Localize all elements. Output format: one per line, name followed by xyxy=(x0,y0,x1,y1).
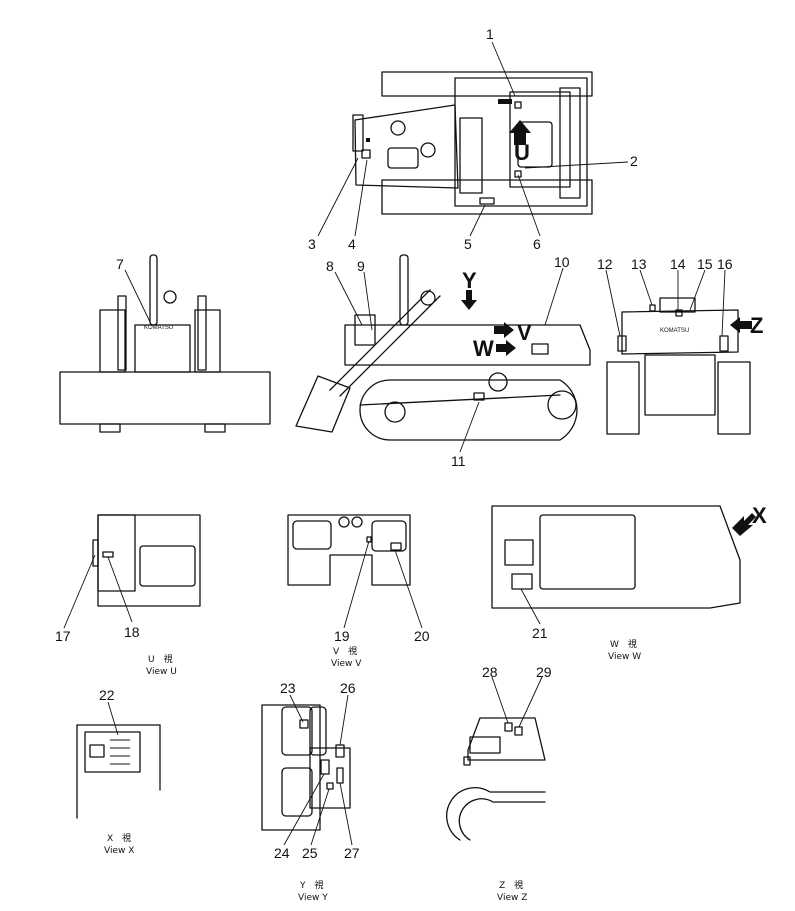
view-x-drawing xyxy=(76,724,161,819)
callout-6: 6 xyxy=(533,236,541,252)
caption-u-jp: U 視 xyxy=(148,653,173,665)
callout-17: 17 xyxy=(55,628,71,644)
callout-12: 12 xyxy=(597,256,613,272)
caption-y-en: View Y xyxy=(298,893,328,903)
caption-v-jp: V 視 xyxy=(333,645,357,657)
callout-18: 18 xyxy=(124,624,140,640)
view-arrow-v-label: V xyxy=(517,320,532,345)
callout-21: 21 xyxy=(532,625,548,641)
callout-13: 13 xyxy=(631,256,647,272)
caption-z-en: View Z xyxy=(497,893,527,903)
rear-view-drawing: KOMATSU Z xyxy=(606,297,763,435)
caption-y-jp: Y 視 xyxy=(299,879,324,891)
callout-24: 24 xyxy=(274,845,290,861)
view-arrow-z-label: Z xyxy=(750,313,763,338)
callout-27: 27 xyxy=(344,845,360,861)
caption-x-en: View X xyxy=(104,846,134,856)
callout-20: 20 xyxy=(414,628,430,644)
callout-4: 4 xyxy=(348,236,356,252)
caption-v-en: View V xyxy=(331,659,362,669)
callout-25: 25 xyxy=(302,845,318,861)
callout-1: 1 xyxy=(486,26,494,42)
callout-3: 3 xyxy=(308,236,316,252)
view-captions: U 視 View U V 視 View V W 視 View W X 視 Vie… xyxy=(104,638,641,903)
callout-9: 9 xyxy=(357,258,365,274)
callout-8: 8 xyxy=(326,258,334,274)
callout-26: 26 xyxy=(340,680,356,696)
callout-numbers: 1 2 3 4 5 6 7 8 9 10 11 12 13 14 15 16 1… xyxy=(55,26,733,861)
view-v-drawing xyxy=(287,514,411,586)
callout-23: 23 xyxy=(280,680,296,696)
callout-14: 14 xyxy=(670,256,686,272)
caption-z-jp: Z 視 xyxy=(499,879,523,891)
leader-lines xyxy=(63,41,726,846)
caption-u-en: View U xyxy=(146,667,177,677)
callout-22: 22 xyxy=(99,687,115,703)
callout-10: 10 xyxy=(554,254,570,270)
front-nameplate-text: KOMATSU xyxy=(144,325,173,331)
callout-29: 29 xyxy=(536,664,552,680)
callout-16: 16 xyxy=(717,256,733,272)
view-arrow-u-label: U xyxy=(514,140,530,165)
callout-28: 28 xyxy=(482,664,498,680)
callout-15: 15 xyxy=(697,256,713,272)
caption-w-jp: W 視 xyxy=(610,638,637,650)
rear-hood-text: KOMATSU xyxy=(660,328,689,334)
view-z-drawing xyxy=(446,717,546,841)
view-arrow-y-label: Y xyxy=(462,268,477,293)
side-view-drawing: Y V W xyxy=(295,254,591,441)
callout-19: 19 xyxy=(334,628,350,644)
callout-2: 2 xyxy=(630,153,638,169)
front-view-drawing: KOMATSU xyxy=(59,254,271,433)
caption-w-en: View W xyxy=(608,652,641,662)
view-y-drawing xyxy=(261,704,351,831)
view-arrow-x-label: X xyxy=(752,503,767,528)
view-w-drawing: X xyxy=(491,503,767,609)
caption-x-jp: X 視 xyxy=(107,832,131,844)
callout-7: 7 xyxy=(116,256,124,272)
top-view-drawing: U xyxy=(352,71,593,215)
callout-11: 11 xyxy=(451,453,466,469)
view-arrow-w-label: W xyxy=(473,336,494,361)
callout-5: 5 xyxy=(464,236,472,252)
